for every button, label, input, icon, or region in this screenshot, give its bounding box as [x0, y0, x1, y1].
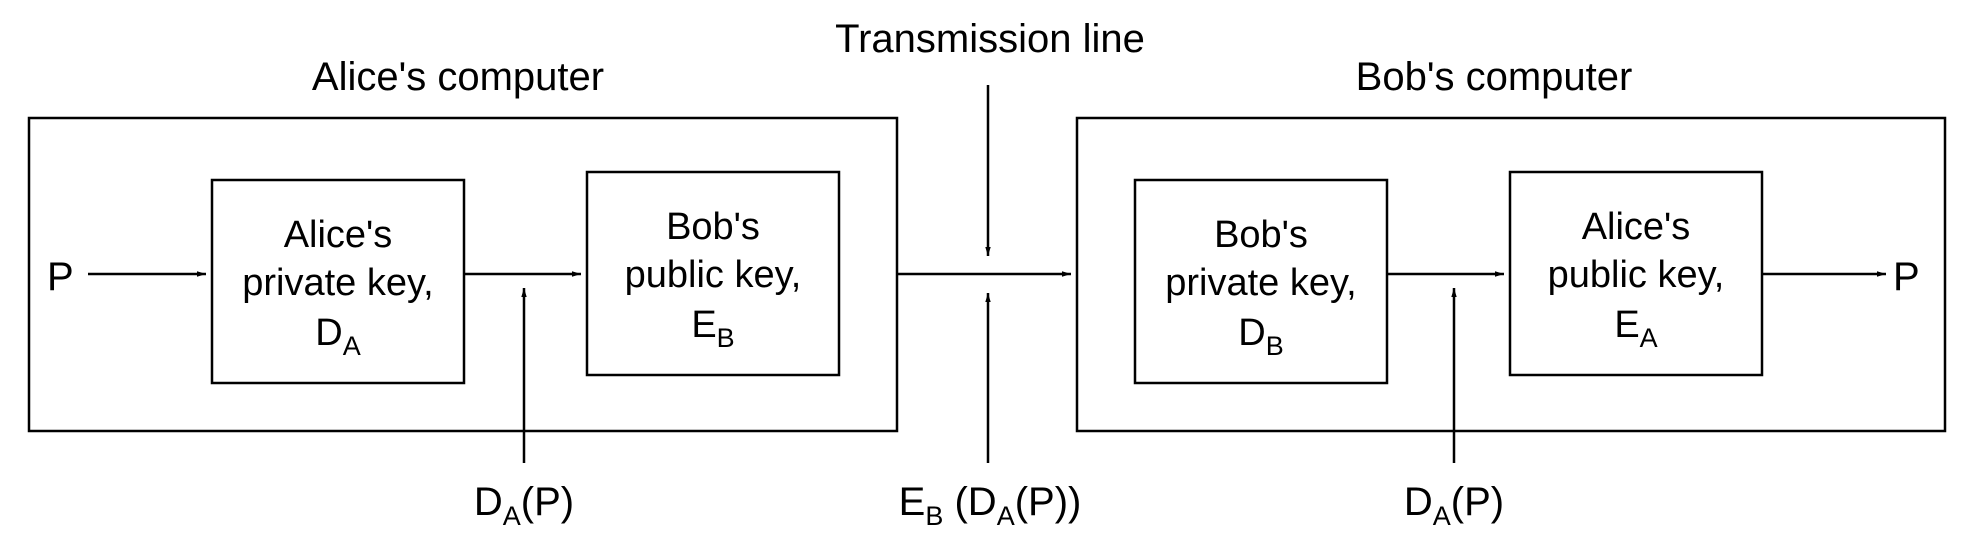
svg-text:private key,: private key,: [242, 262, 433, 304]
transmission-line-label: Transmission line: [835, 17, 1145, 61]
svg-text:Alice's: Alice's: [284, 214, 393, 256]
svg-text:public key,: public key,: [1548, 254, 1725, 296]
output-plaintext-label: P: [1893, 255, 1920, 299]
alice-computer-label: Alice's computer: [312, 55, 604, 99]
svg-text:Bob's: Bob's: [1214, 214, 1308, 256]
svg-text:public key,: public key,: [625, 254, 802, 296]
left-signal-label: DA(P): [474, 480, 574, 531]
middle-signal-label: EB (DA(P)): [899, 480, 1082, 531]
bob-private-key-box: [1133, 178, 1389, 385]
svg-text:EA: EA: [1614, 304, 1657, 353]
svg-text:Bob's: Bob's: [666, 206, 760, 248]
bob-public-key-box: [585, 170, 841, 377]
alice-private-key-text: Alice's private key, DA: [242, 214, 433, 361]
svg-text:DA: DA: [315, 312, 360, 361]
bob-computer-label: Bob's computer: [1356, 55, 1633, 99]
bob-computer-box: [1075, 116, 1947, 433]
bob-private-key-text: Bob's private key, DB: [1165, 214, 1356, 361]
right-signal-label: DA(P): [1404, 480, 1504, 531]
svg-text:DB: DB: [1238, 312, 1283, 361]
svg-text:EB: EB: [691, 304, 734, 353]
alice-public-key-text: Alice's public key, EA: [1548, 206, 1725, 353]
svg-text:Alice's: Alice's: [1582, 206, 1691, 248]
svg-text:private key,: private key,: [1165, 262, 1356, 304]
input-plaintext-label: P: [47, 255, 74, 299]
bob-public-key-text: Bob's public key, EB: [625, 206, 802, 353]
alice-private-key-box: [210, 178, 466, 385]
